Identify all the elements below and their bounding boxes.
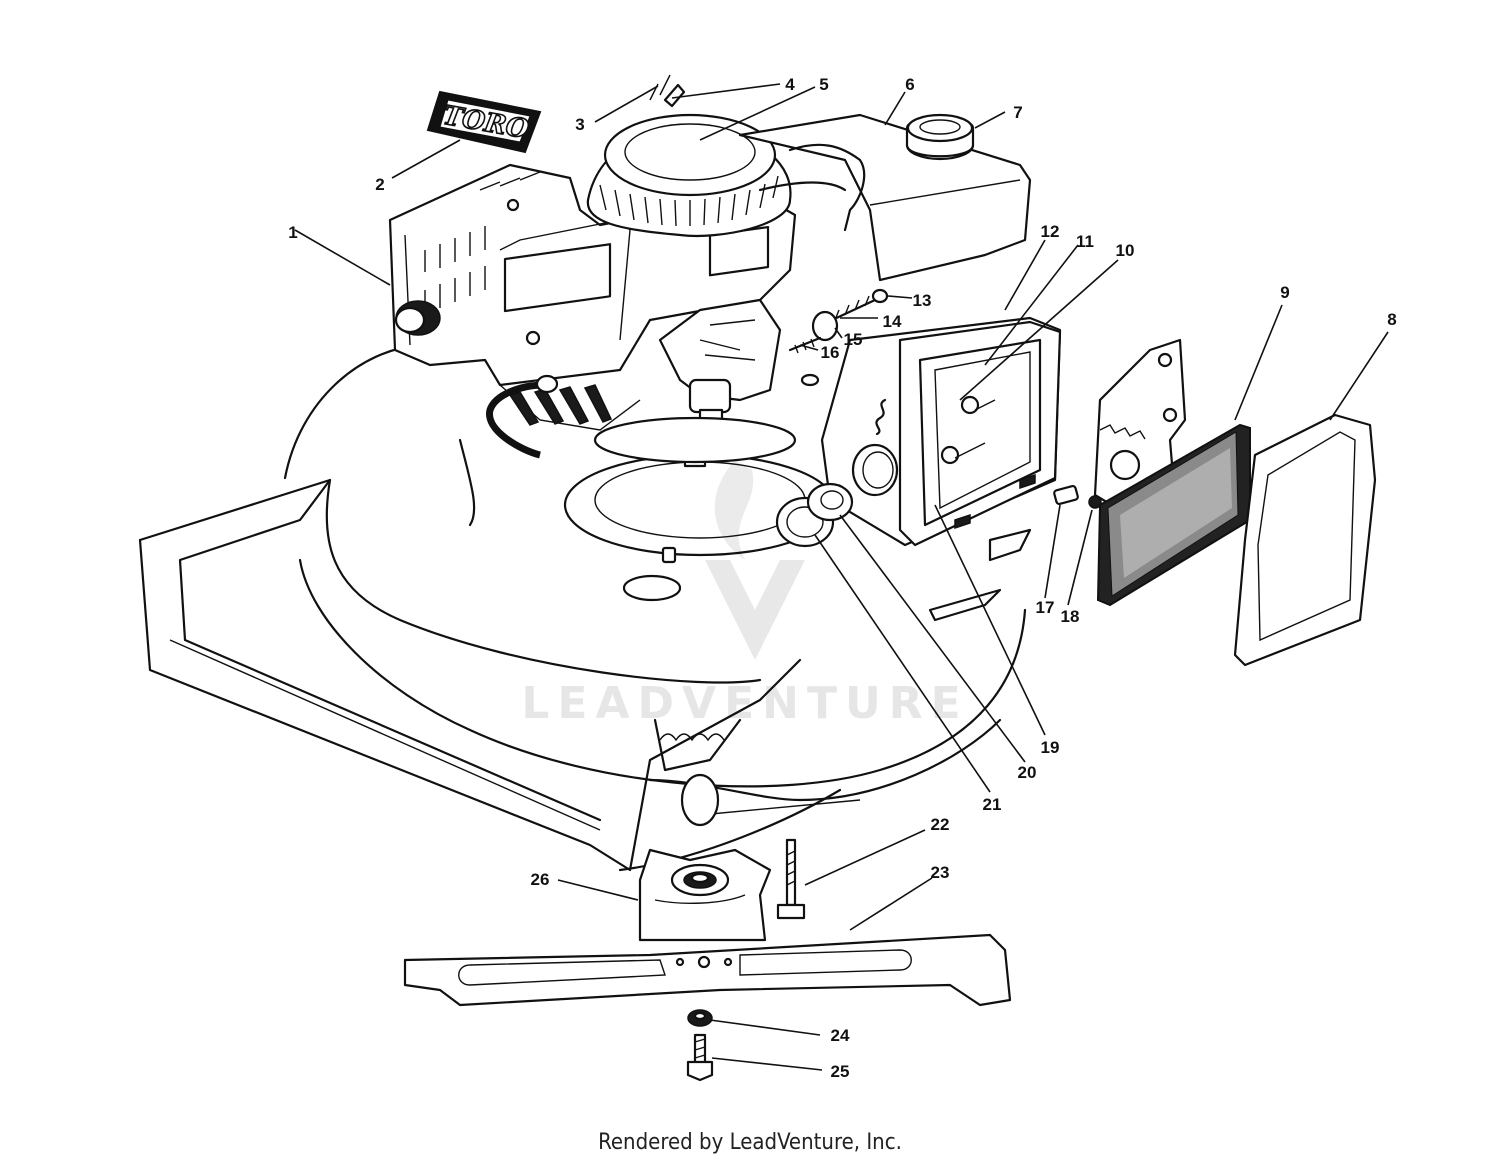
callout-13: 13 [913,291,932,310]
callout-labels: 1 2 3 4 5 6 7 8 9 10 11 12 13 14 15 16 1… [288,75,1396,1081]
callout-10: 10 [1116,241,1135,260]
blade-bolt [776,838,806,920]
leader-lines [294,83,1389,1071]
callout-18: 18 [1061,607,1080,626]
callout-9: 9 [1280,283,1289,302]
washer-and-bolt [686,1009,714,1082]
callout-1: 1 [288,223,297,242]
callout-17: 17 [1036,598,1055,617]
parts-17-18 [1053,484,1102,509]
callout-3: 3 [575,115,584,134]
callout-6: 6 [905,75,914,94]
callout-11: 11 [1076,232,1094,251]
starter-ribs [599,175,779,227]
blade-adapter [638,848,772,942]
callout-24: 24 [831,1026,850,1045]
foam-element [1096,423,1251,607]
callout-5: 5 [819,75,828,94]
callout-25: 25 [831,1062,850,1081]
callout-16: 16 [821,343,840,362]
callout-2: 2 [375,175,384,194]
blade [403,933,1012,1007]
callout-15: 15 [844,330,863,349]
footer-credit: Rendered by LeadVenture, Inc. [598,1130,902,1155]
callout-19: 19 [1041,738,1060,757]
vent-slots [424,171,541,312]
cylinder-fins [508,384,613,426]
engine [388,113,1032,468]
callout-20: 20 [1018,763,1037,782]
fittings-3-4 [649,74,686,108]
callout-14: 14 [883,312,902,331]
air-cleaner-cover [1233,413,1377,667]
callout-12: 12 [1041,222,1060,241]
watermark: LEADVENTURE [521,460,968,729]
callout-21: 21 [983,795,1002,814]
toro-decal: TORO [426,90,542,154]
watermark-text: LEADVENTURE [521,678,968,729]
callout-23: 23 [931,863,950,882]
callout-8: 8 [1387,310,1396,329]
fitting-20-21 [775,482,854,548]
callout-22: 22 [931,815,950,834]
callout-7: 7 [1013,103,1022,122]
callout-4: 4 [785,75,795,94]
air-cleaner-bracket [1093,338,1187,512]
screws [788,288,889,354]
callout-26: 26 [531,870,550,889]
air-cleaner-body [820,316,1062,547]
